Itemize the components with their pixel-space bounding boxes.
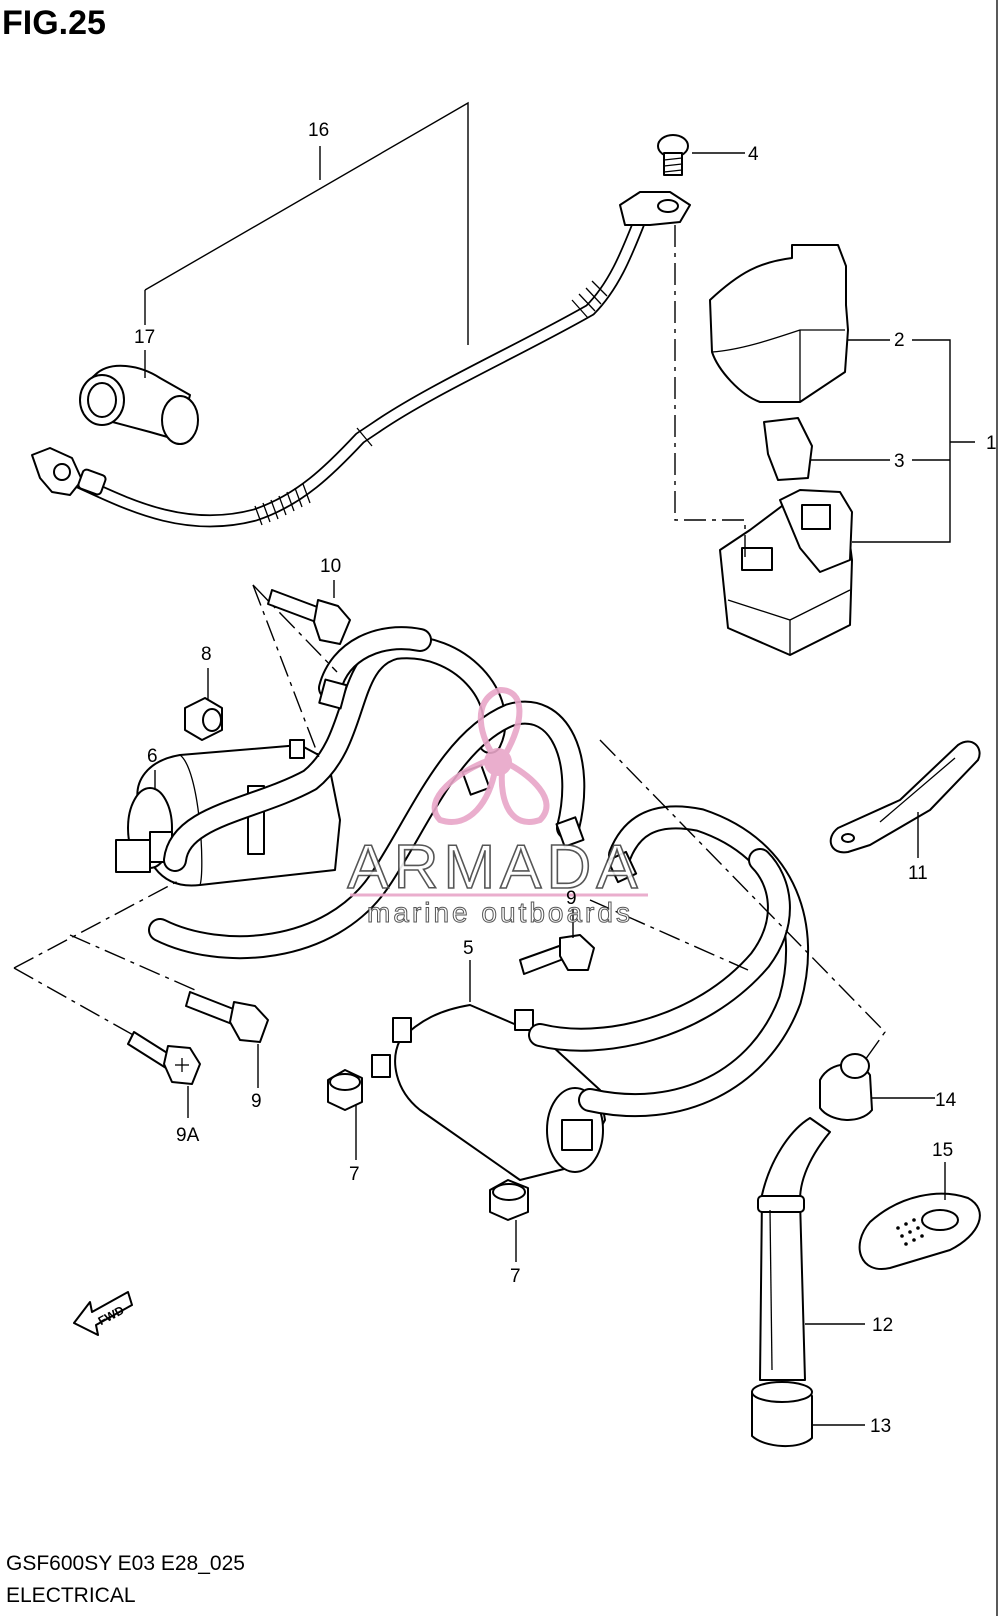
callout-15: 15 — [932, 1140, 953, 1161]
watermark-tagline: marine outboards — [367, 897, 633, 928]
plate-part-15 — [858, 1192, 981, 1271]
high-tension-cords — [148, 626, 810, 1118]
callout-9a: 9 — [566, 888, 577, 909]
callout-11: 11 — [908, 863, 928, 884]
callout-12: 12 — [872, 1315, 893, 1336]
watermark-brand: ARMADA — [347, 833, 642, 902]
battery-cable-part-16 — [31, 191, 691, 528]
armada-watermark: ARMADA marine outboards — [347, 686, 648, 929]
strap-part-11 — [829, 740, 981, 854]
callout-7a: 7 — [349, 1164, 360, 1185]
cushion-part-7b — [489, 1179, 529, 1221]
callout-2: 2 — [894, 330, 905, 351]
terminal-cover-part-17 — [79, 364, 199, 445]
fwd-arrow-icon: FWD — [73, 1291, 133, 1336]
figure-title: FIG.25 — [2, 4, 106, 42]
bolt-part-9b — [185, 991, 269, 1043]
callout-7b: 7 — [510, 1266, 521, 1287]
callout-13: 13 — [870, 1416, 891, 1437]
callout-16: 16 — [308, 120, 329, 141]
relay-cover-part-2 — [709, 244, 849, 403]
callout-14: 14 — [935, 1090, 957, 1111]
callout-4: 4 — [748, 144, 759, 165]
callout-8: 8 — [201, 644, 212, 665]
cap-part-13 — [751, 1381, 813, 1448]
cushion-part-7a — [327, 1069, 363, 1111]
callout-9b: 9 — [251, 1091, 262, 1112]
bolt-part-9a — [519, 934, 595, 975]
callout-6: 6 — [147, 746, 158, 767]
cushion-part-8 — [184, 697, 223, 741]
callout-3: 3 — [894, 451, 905, 472]
plug-cap-part-12 — [757, 1117, 831, 1381]
model-code: GSF600SY E03 E28_025 — [6, 1552, 245, 1575]
callout-9A: 9A — [176, 1125, 200, 1146]
bolt-part-10 — [267, 589, 351, 645]
grommet-part-14 — [819, 1053, 873, 1121]
callout-10: 10 — [320, 556, 341, 577]
bolt-part-4 — [657, 134, 689, 176]
bolt-part-9A — [127, 1031, 201, 1085]
callout-labels: 16 17 4 2 3 1 10 8 6 11 5 9 9 9A 7 7 14 … — [134, 120, 997, 1437]
alignment-dash-lines — [13, 225, 886, 1061]
callout-5: 5 — [463, 938, 474, 959]
callout-17: 17 — [134, 327, 155, 348]
leader-lines — [144, 101, 975, 1426]
starter-relay-part-1 — [719, 489, 853, 656]
section-title: ELECTRICAL — [6, 1584, 136, 1607]
fuse-part-3 — [763, 417, 813, 481]
callout-1: 1 — [986, 433, 997, 454]
propeller-logo-icon — [431, 686, 550, 825]
